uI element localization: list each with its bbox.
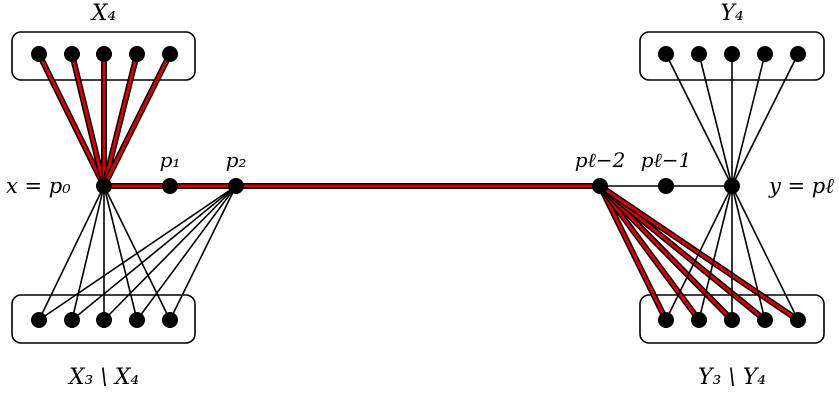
vertex-x4-2: [64, 46, 80, 62]
label-y-eq-pl: y = pℓ: [768, 174, 834, 198]
label-x-eq-p0: x = p₀: [6, 174, 71, 198]
vertex-x4-1: [31, 46, 47, 62]
vertex-x3-2: [64, 312, 80, 328]
vertex-x3-4: [129, 312, 145, 328]
label-pl2: pℓ−2: [575, 148, 626, 172]
vertex-y4-4: [757, 46, 773, 62]
label-p2: p₂: [226, 148, 247, 172]
vertex-x4-4: [129, 46, 145, 62]
vertex-pl1: [658, 178, 674, 194]
vertex-p2: [228, 178, 244, 194]
label-x4: X₄: [90, 1, 116, 26]
label-pl1: pℓ−1: [641, 148, 692, 172]
vertex-x3-3: [96, 312, 112, 328]
vertex-pl: [724, 178, 740, 194]
vertex-x3-1: [31, 312, 47, 328]
vertex-y3-4: [757, 312, 773, 328]
vertex-x3-5: [162, 312, 178, 328]
vertex-y4-2: [691, 46, 707, 62]
highlighted-edges: [36, 52, 800, 323]
vertex-pl2: [592, 178, 608, 194]
vertex-y3-3: [724, 312, 740, 328]
vertex-x4-5: [162, 46, 178, 62]
vertex-y3-1: [658, 312, 674, 328]
vertex-y4-3: [724, 46, 740, 62]
vertex-y4-5: [790, 46, 806, 62]
label-y4: Y₄: [720, 1, 743, 26]
vertices: [31, 46, 806, 328]
plain-edges: [38, 53, 799, 321]
vertex-p0: [96, 178, 112, 194]
vertex-y3-5: [790, 312, 806, 328]
label-x3-minus-x4: X₃ \ X₄: [67, 365, 139, 390]
label-p1: p₁: [160, 148, 181, 172]
vertex-y4-1: [658, 46, 674, 62]
vertex-y3-2: [691, 312, 707, 328]
vertex-x4-3: [96, 46, 112, 62]
label-y3-minus-y4: Y₃ \ Y₄: [698, 365, 766, 390]
vertex-p1: [162, 178, 178, 194]
